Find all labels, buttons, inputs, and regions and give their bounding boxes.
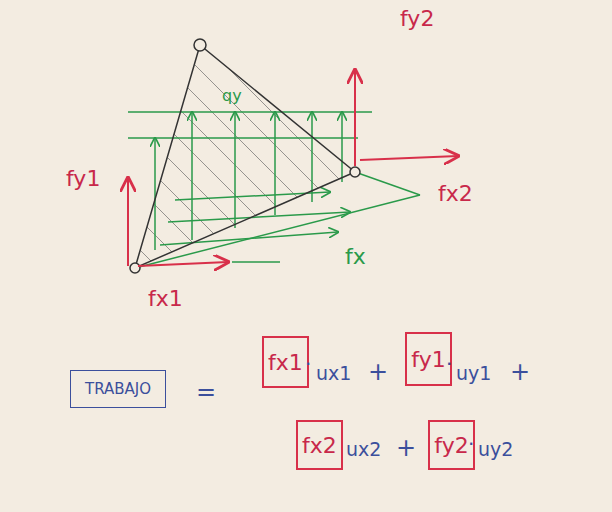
displacement-label: uy1 [456,364,491,383]
plus-sign: + [368,360,388,384]
work-box: TRABAJO [70,370,166,408]
box-text: fx1 [268,350,303,375]
displacement-label: ux2 [346,440,381,459]
box-text: fy2 [434,433,468,458]
force-box: fx1 [262,336,309,388]
box-text: fy1 [411,347,445,372]
force-label: fy1 [66,168,100,190]
plus-sign: + [510,360,530,384]
force-label: fy2 [400,8,434,30]
equals-sign: = [196,380,216,404]
force-label: fx1 [148,288,183,310]
dot-operator: · [305,354,311,374]
force-box: fx2 [296,420,343,470]
dot-operator: · [468,434,474,454]
plus-sign: + [396,436,416,460]
load-label: qy [222,88,242,104]
box-text: TRABAJO [85,380,151,398]
displacement-label: ux1 [316,364,351,383]
force-box: fy2 [428,420,475,470]
load-label: fx [345,246,366,268]
dot-operator: · [446,354,452,374]
box-text: fx2 [302,433,337,458]
displacement-label: uy2 [478,440,513,459]
force-label: fx2 [438,183,473,205]
force-box: fy1 [405,332,452,386]
